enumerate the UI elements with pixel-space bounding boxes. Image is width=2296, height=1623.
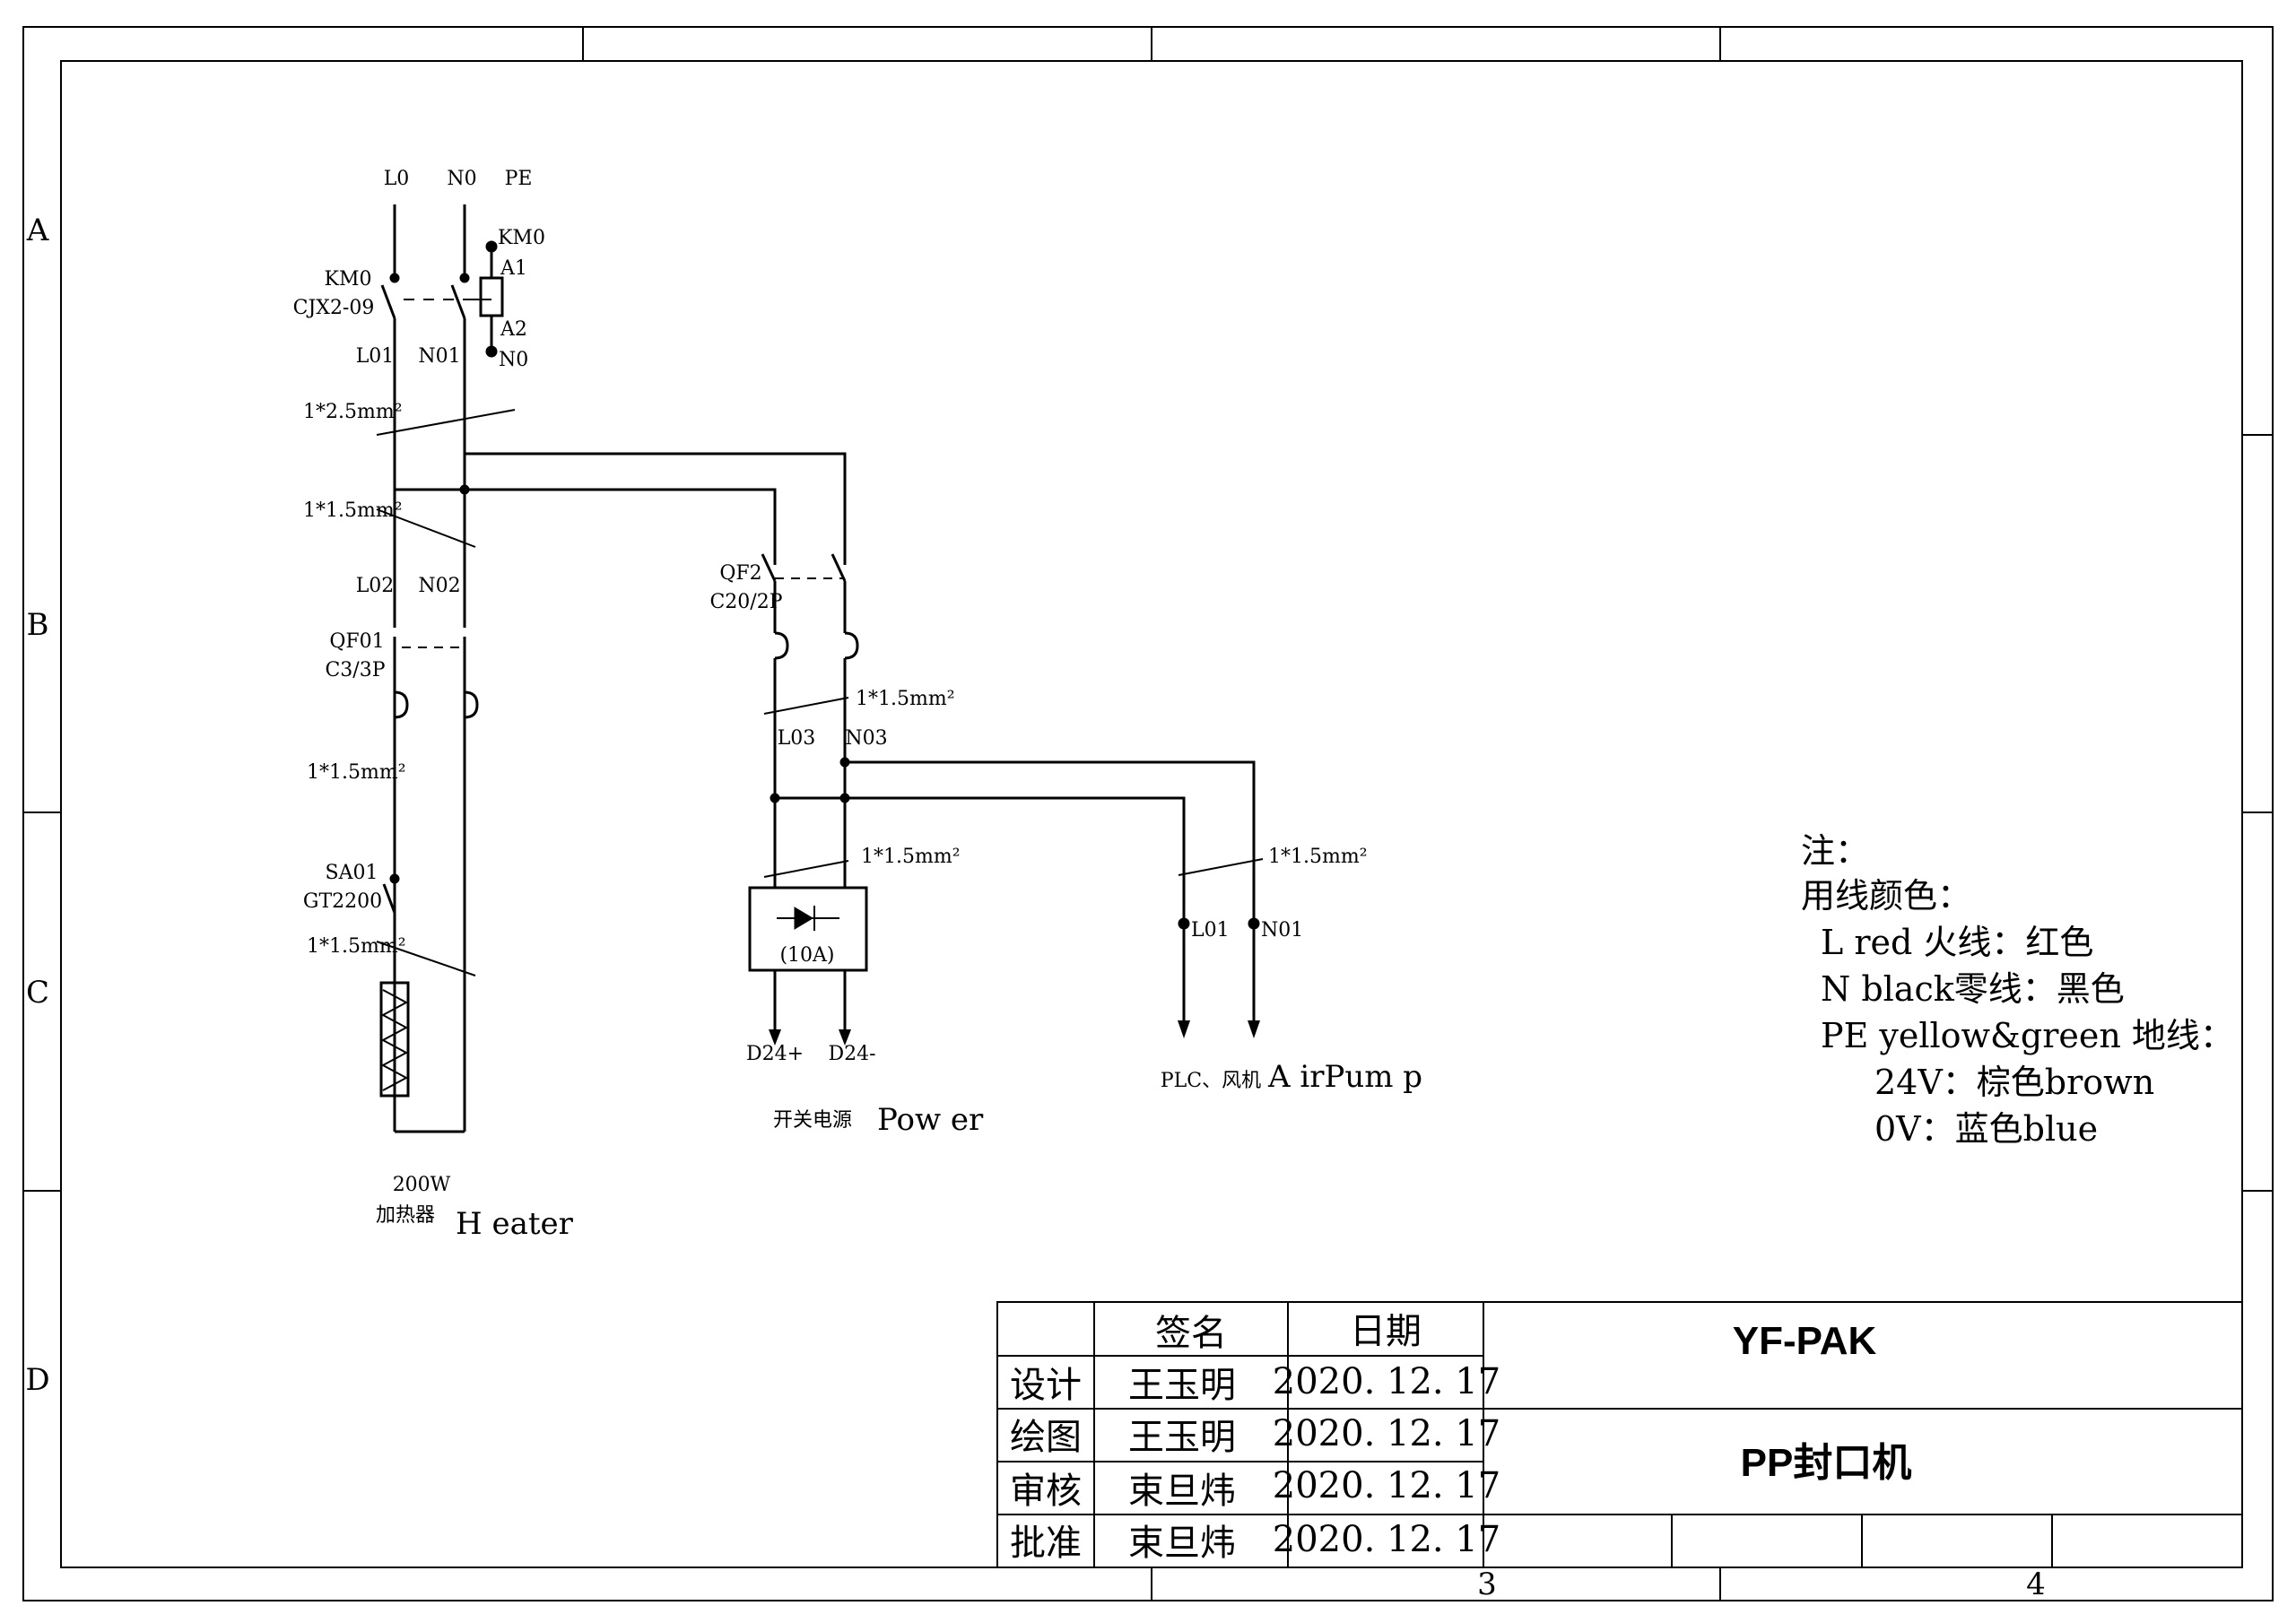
psu-name-en: Pow er [877, 1102, 984, 1138]
pump-l01-label: L01 [1191, 919, 1230, 942]
qf01-label: QF01 [329, 630, 384, 653]
coil-n0: N0 [499, 349, 528, 371]
coil-label: KM0 [498, 227, 545, 249]
name-drawn: 王玉明 [1128, 1417, 1236, 1458]
zone-row-a: A [26, 213, 49, 248]
pe-label: PE [505, 168, 533, 190]
wire-label-7: 1*1.5mm² [1268, 846, 1368, 868]
note-line-0v: 0V：蓝色blue [1874, 1109, 2098, 1149]
zone-labels: A B C D 3 4 [25, 213, 2045, 1602]
wire-label-4: 1*1.5mm² [307, 935, 406, 958]
wire-size-marks [376, 409, 1264, 976]
supply-and-contactor [380, 204, 504, 1132]
note-line-24v: 24V：棕色brown [1874, 1063, 2154, 1102]
d24-plus-label: D24+ [746, 1043, 804, 1065]
l02-label: L02 [356, 575, 395, 597]
pump-n01-label: N01 [1261, 919, 1303, 942]
coil-a2: A2 [500, 318, 527, 341]
psu-output-arrows [769, 1029, 851, 1046]
date-review: 2020. 12. 17 [1273, 1465, 1500, 1506]
date-approve: 2020. 12. 17 [1273, 1519, 1500, 1560]
name-approve: 束旦炜 [1128, 1523, 1236, 1564]
pump-name-en: A irPum p [1267, 1059, 1422, 1095]
n0-label: N0 [447, 168, 476, 190]
note-line-n: N black零线：黑色 [1821, 969, 2125, 1009]
wire-size-labels: 1*2.5mm² 1*1.5mm² 1*1.5mm² 1*1.5mm² 1*1.… [303, 401, 1368, 958]
coil-a1: A1 [500, 257, 527, 280]
contactor-labels: L0 N0 PE KM0 CJX2-09 KM0 A1 A2 N0 L01 N0… [293, 168, 545, 371]
sa01-label: SA01 [326, 862, 378, 884]
qf2-model: C20/2P [709, 591, 782, 613]
pump-branch [775, 760, 1260, 1022]
title-block-grid [996, 1301, 2243, 1568]
l0-label: L0 [384, 168, 410, 190]
n02-label: N02 [418, 575, 460, 597]
pump-name-cn: PLC、风机 [1161, 1070, 1261, 1092]
psu-name-cn: 开关电源 [773, 1109, 852, 1132]
n01-label: N01 [418, 345, 460, 368]
qf2-label: QF2 [719, 562, 761, 585]
wire-label-6: 1*1.5mm² [861, 846, 961, 868]
power-labels: QF2 C20/2P L03 N03 (10A) D24+ D24- 开关电源 … [709, 562, 984, 1138]
zone-col-3: 3 [1477, 1567, 1497, 1602]
psu-rating: (10A) [779, 944, 834, 967]
wire-label-1: 1*2.5mm² [303, 401, 403, 423]
note-heading: 用线颜色： [1801, 876, 1971, 916]
wire-label-2: 1*1.5mm² [303, 499, 403, 522]
date-drawn: 2020. 12. 17 [1273, 1413, 1500, 1454]
heater-name-en: H eater [456, 1206, 574, 1242]
col-sign-header: 签名 [1155, 1313, 1227, 1354]
role-drawn: 绘图 [1010, 1417, 1082, 1458]
name-review: 束旦炜 [1128, 1471, 1236, 1512]
heater-name-cn: 加热器 [376, 1204, 435, 1227]
l03-label: L03 [778, 727, 816, 750]
qf01-model: C3/3P [325, 659, 385, 681]
zone-col-4: 4 [2026, 1567, 2046, 1602]
role-approve: 批准 [1010, 1523, 1082, 1564]
sa01-model: GT2200 [303, 890, 382, 913]
wire-color-notes: 注： 用线颜色： L red 火线：红色 N black零线：黑色 PE yel… [1801, 831, 2234, 1149]
contactor-model: CJX2-09 [293, 297, 375, 319]
heater-branch [379, 628, 479, 1133]
product-name: PP封口机 [1741, 1441, 1912, 1485]
wire-label-3: 1*1.5mm² [307, 761, 406, 784]
role-review: 审核 [1010, 1471, 1082, 1512]
note-line-l: L red 火线：红色 [1821, 923, 2093, 962]
zone-row-d: D [25, 1362, 49, 1398]
d24-minus-label: D24- [828, 1043, 875, 1065]
name-design: 王玉明 [1128, 1365, 1236, 1406]
l01-label: L01 [356, 345, 395, 368]
note-line-pe: PE yellow&green 地线： [1821, 1016, 2234, 1055]
n03-label: N03 [845, 727, 887, 750]
pump-output-arrows [1178, 1020, 1260, 1038]
pump-labels: L01 N01 PLC、风机 A irPum p [1161, 919, 1422, 1095]
wire-label-5: 1*1.5mm² [856, 688, 955, 710]
company-name: YF-PAK [1733, 1319, 1877, 1363]
note-title: 注： [1801, 831, 1869, 871]
title-block: 签名 日期 设计 王玉明 2020. 12. 17 绘图 王玉明 2020. 1… [1010, 1311, 1911, 1564]
date-design: 2020. 12. 17 [1273, 1361, 1500, 1402]
power-branch [395, 452, 868, 1031]
heater-power: 200W [393, 1174, 451, 1196]
contactor-name: KM0 [325, 268, 372, 291]
zone-row-c: C [26, 975, 49, 1011]
col-date-header: 日期 [1350, 1311, 1422, 1352]
zone-row-b: B [27, 607, 49, 643]
heater-labels: L02 N02 QF01 C3/3P SA01 GT2200 200W 加热器 … [303, 575, 574, 1242]
role-design: 设计 [1010, 1365, 1082, 1406]
